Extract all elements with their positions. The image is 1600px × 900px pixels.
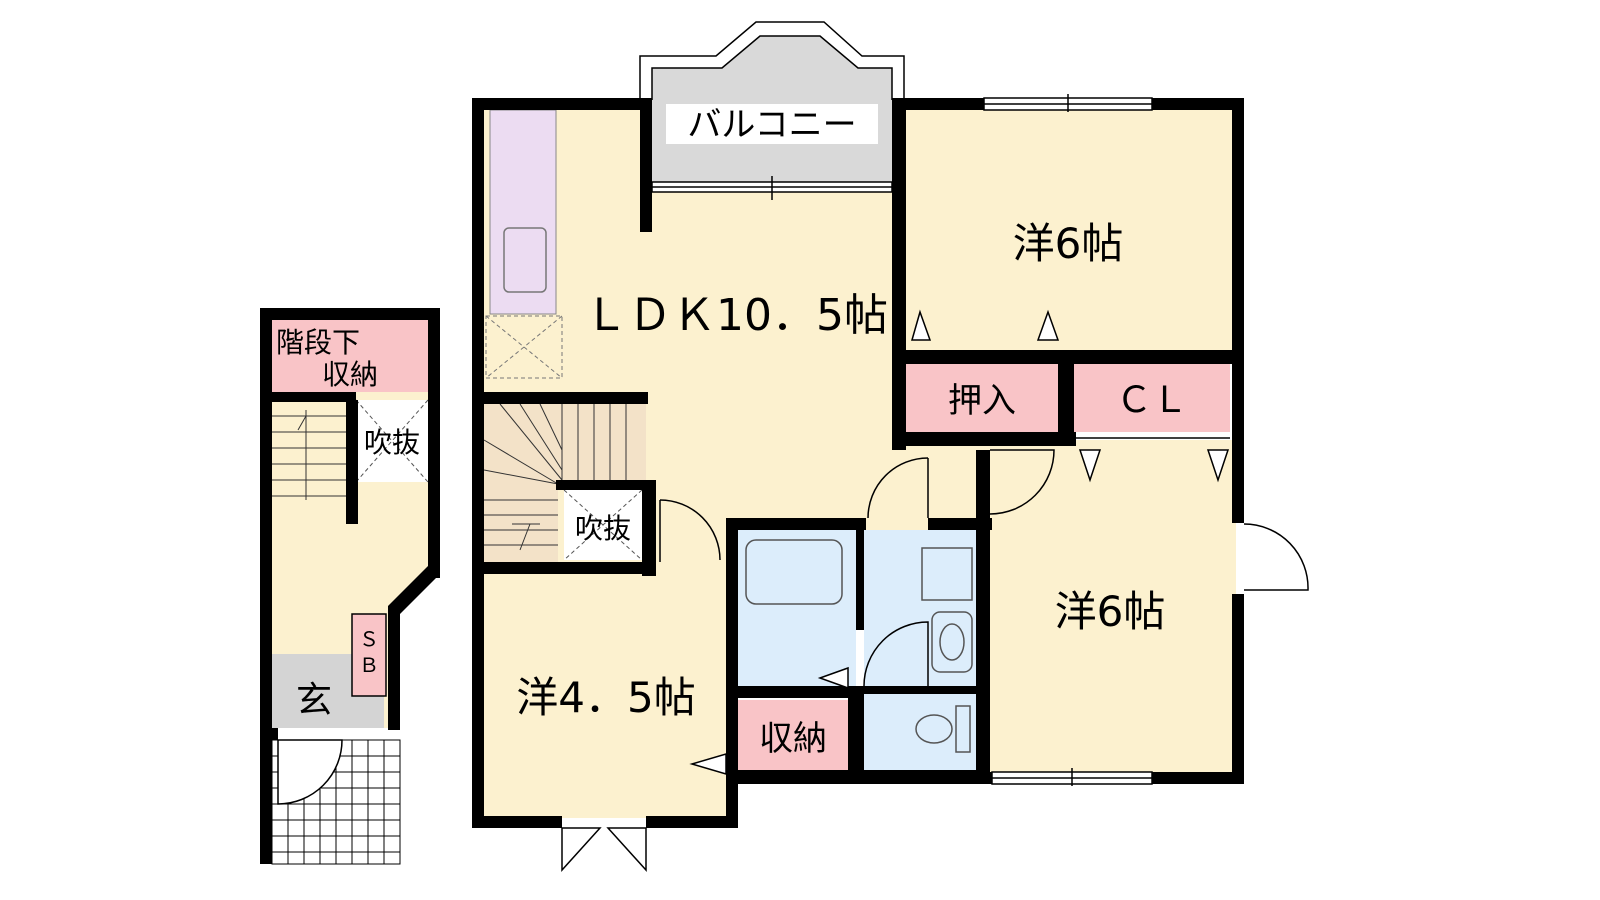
oshiire-label: 押入 — [948, 381, 1016, 421]
fridge-space — [485, 315, 563, 379]
sink-icon — [503, 227, 547, 293]
understair-label-line1: 階段下 — [276, 326, 360, 359]
hall-floor — [899, 440, 989, 530]
sb-label-line1: Ｓ — [359, 627, 379, 651]
sb-label-line2: Ｂ — [359, 653, 379, 677]
room-labels: バルコニー ＬＤＫ10．5帖 洋6帖 洋6帖 洋4．5帖 押入 ＣＬ 収納 吹抜… — [276, 104, 1188, 759]
western-sw-floor — [484, 574, 729, 818]
left-building — [260, 308, 440, 865]
western-se-label: 洋6帖 — [1055, 587, 1166, 636]
genkan-label: 玄 — [296, 680, 332, 721]
western-se-floor — [989, 440, 1236, 775]
oshiire-floor — [906, 364, 1058, 432]
western-sw-label: 洋4．5帖 — [516, 673, 695, 722]
fukinuke-main-label: 吹抜 — [575, 512, 631, 545]
shoebox-floor — [351, 613, 387, 697]
walls — [472, 98, 1244, 828]
toilet-icon — [915, 714, 953, 744]
shuno-label: 収納 — [759, 719, 827, 759]
toilet-tank-icon — [955, 705, 971, 753]
main-staircase — [483, 403, 646, 562]
understair-label-line2: 収納 — [322, 358, 378, 391]
windows — [639, 21, 1153, 786]
cl-floor — [1074, 364, 1230, 432]
western-ne-floor — [906, 104, 1236, 354]
fukinuke-lower-label: 吹抜 — [364, 426, 420, 459]
western-ne-label: 洋6帖 — [1013, 219, 1124, 268]
washing-machine-icon — [921, 547, 973, 601]
balcony-label: バルコニー — [687, 105, 856, 145]
understair-storage-floor — [272, 320, 428, 392]
cl-label: ＣＬ — [1116, 380, 1188, 421]
shuno-floor — [738, 700, 848, 770]
ldk-label: ＬＤＫ10．5帖 — [584, 290, 888, 341]
bathtub-icon — [745, 539, 843, 605]
doors — [561, 309, 1309, 872]
entrance-door — [277, 739, 343, 805]
fixtures — [745, 539, 973, 753]
